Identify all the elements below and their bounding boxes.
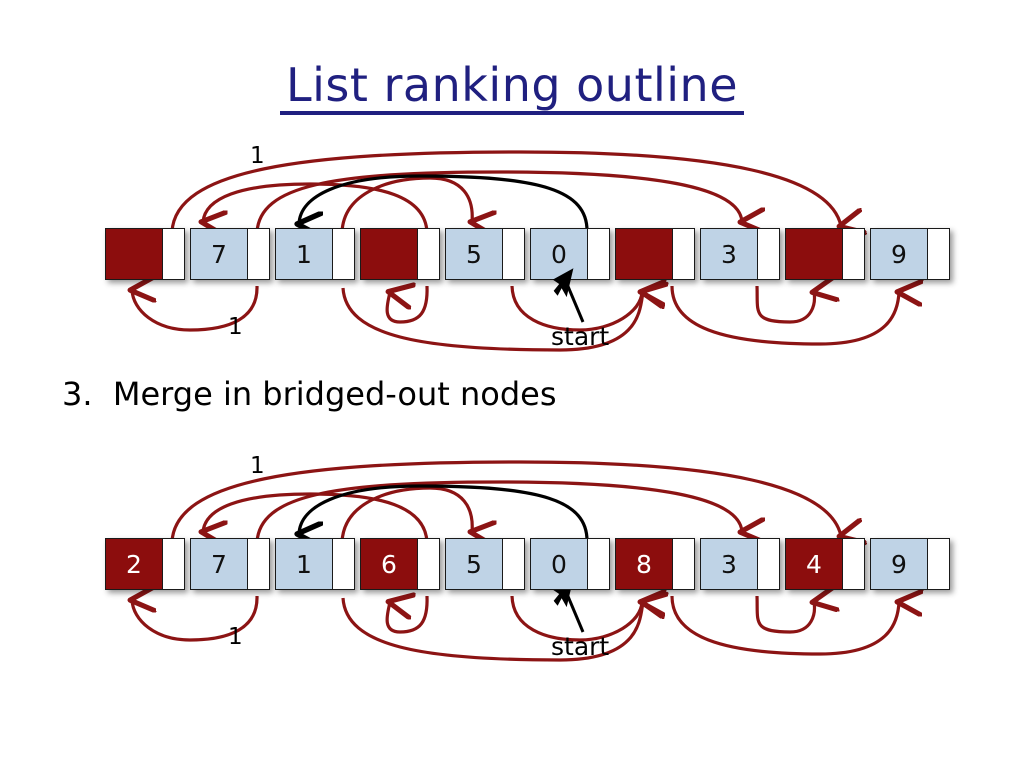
bottom-node-4[interactable]: 5 xyxy=(445,538,525,590)
top-node-5-value: 0 xyxy=(530,228,588,280)
top-node-7[interactable]: 3 xyxy=(700,228,780,280)
top-node-2[interactable]: 1 xyxy=(275,228,355,280)
bottom-node-1-pointer xyxy=(248,538,270,590)
bottom-node-3[interactable]: 6 xyxy=(360,538,440,590)
bottom-node-2-pointer xyxy=(333,538,355,590)
top-node-8-value xyxy=(785,228,843,280)
bottom-node-6[interactable]: 8 xyxy=(615,538,695,590)
bottom-start-pointer xyxy=(552,578,585,633)
bottom-weight-label-2: 1 xyxy=(228,624,243,650)
bottom-arcs-above xyxy=(170,460,841,542)
bottom-node-5-pointer xyxy=(588,538,610,590)
step-3-text: 3. Merge in bridged-out nodes xyxy=(62,375,557,413)
top-node-3-value xyxy=(360,228,418,280)
bottom-node-3-value: 6 xyxy=(360,538,418,590)
bottom-node-7[interactable]: 3 xyxy=(700,538,780,590)
page-title: List ranking outline xyxy=(0,58,1024,116)
top-node-1[interactable]: 7 xyxy=(190,228,270,280)
top-node-7-value: 3 xyxy=(700,228,758,280)
bottom-node-5[interactable]: 0 xyxy=(530,538,610,590)
bottom-node-0[interactable]: 2 xyxy=(105,538,185,590)
top-node-9-value: 9 xyxy=(870,228,928,280)
bottom-start-label: start xyxy=(551,632,610,661)
top-node-0-pointer xyxy=(163,228,185,280)
page-title-text: List ranking outline xyxy=(279,61,745,116)
top-node-8[interactable] xyxy=(785,228,865,280)
bottom-node-5-value: 0 xyxy=(530,538,588,590)
top-node-9-pointer xyxy=(928,228,950,280)
bottom-node-6-value: 8 xyxy=(615,538,673,590)
top-node-7-pointer xyxy=(758,228,780,280)
top-weight-label-1: 1 xyxy=(250,143,265,169)
bottom-node-2[interactable]: 1 xyxy=(275,538,355,590)
top-node-2-pointer xyxy=(333,228,355,280)
bottom-node-8-value: 4 xyxy=(785,538,843,590)
bottom-node-0-value: 2 xyxy=(105,538,163,590)
bottom-node-7-pointer xyxy=(758,538,780,590)
top-node-4-value: 5 xyxy=(445,228,503,280)
top-node-6[interactable] xyxy=(615,228,695,280)
top-node-2-value: 1 xyxy=(275,228,333,280)
bottom-weight-label-1: 1 xyxy=(250,453,265,479)
top-node-4[interactable]: 5 xyxy=(445,228,525,280)
bottom-node-0-pointer xyxy=(163,538,185,590)
top-node-3-pointer xyxy=(418,228,440,280)
top-node-1-pointer xyxy=(248,228,270,280)
bottom-node-8[interactable]: 4 xyxy=(785,538,865,590)
bottom-node-6-pointer xyxy=(673,538,695,590)
bottom-node-1[interactable]: 7 xyxy=(190,538,270,590)
bottom-arcs-below xyxy=(132,596,899,662)
top-arcs-above-black xyxy=(299,174,589,232)
top-node-6-value xyxy=(615,228,673,280)
bottom-arcs-above-black xyxy=(299,484,589,542)
top-node-0-value xyxy=(105,228,163,280)
top-node-3[interactable] xyxy=(360,228,440,280)
top-node-5-pointer xyxy=(588,228,610,280)
top-node-0[interactable] xyxy=(105,228,185,280)
bottom-node-3-pointer xyxy=(418,538,440,590)
bottom-node-4-value: 5 xyxy=(445,538,503,590)
bottom-node-7-value: 3 xyxy=(700,538,758,590)
top-node-8-pointer xyxy=(843,228,865,280)
bottom-node-1-value: 7 xyxy=(190,538,248,590)
top-node-1-value: 7 xyxy=(190,228,248,280)
top-node-6-pointer xyxy=(673,228,695,280)
top-node-5[interactable]: 0 xyxy=(530,228,610,280)
top-node-4-pointer xyxy=(503,228,525,280)
bottom-node-9-pointer xyxy=(928,538,950,590)
bottom-node-8-pointer xyxy=(843,538,865,590)
bottom-node-4-pointer xyxy=(503,538,525,590)
top-arcs-below xyxy=(132,286,899,352)
bottom-node-9-value: 9 xyxy=(870,538,928,590)
bottom-node-2-value: 1 xyxy=(275,538,333,590)
top-weight-label-2: 1 xyxy=(228,314,243,340)
bottom-node-9[interactable]: 9 xyxy=(870,538,950,590)
top-start-label: start xyxy=(551,322,610,351)
top-arcs-above xyxy=(170,150,841,232)
top-node-9[interactable]: 9 xyxy=(870,228,950,280)
